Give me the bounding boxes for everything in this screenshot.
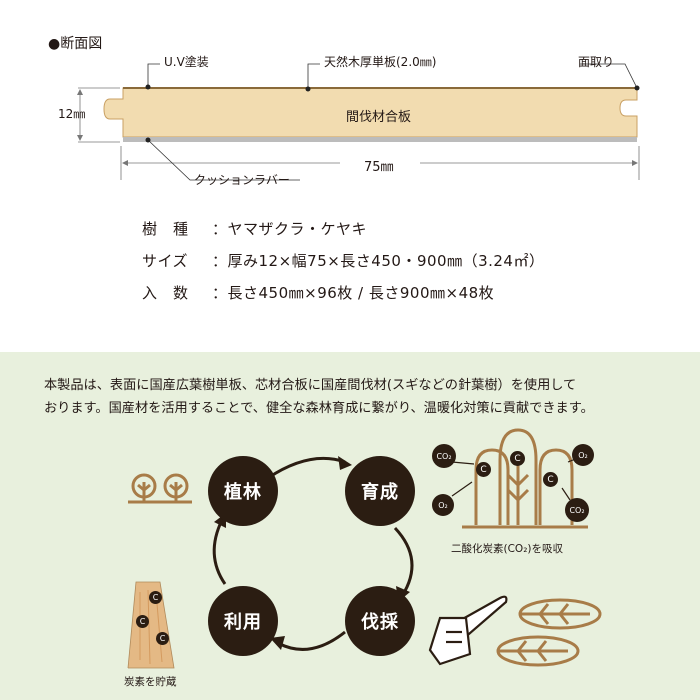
intro-line-2: おります。国産材を活用することで、健全な森林育成に繋がり、温暖化対策に貢献できま… (44, 401, 594, 416)
intro-text: 本製品は、表面に国産広葉樹単板、芯材合板に国産間伐材(スギなどの針葉樹）を使用し… (44, 374, 664, 420)
o2-molecule-icon: O₂ (572, 444, 594, 466)
carbon-icon: C (156, 632, 169, 645)
intro-line-1: 本製品は、表面に国産広葉樹単板、芯材合板に国産間伐材(スギなどの針葉樹）を使用し… (44, 378, 577, 393)
cycle-node-plant: 植林 (208, 456, 278, 526)
carbon-icon: C (476, 462, 491, 477)
spec-row-species: 樹 種：ヤマザクラ・ケヤキ (142, 220, 368, 238)
lumber-icon (127, 581, 175, 669)
spec-row-quantity: 入 数：長さ450㎜×96枚 / 長さ900㎜×48枚 (142, 284, 495, 302)
carbon-icon: C (149, 591, 162, 604)
forest-icon (462, 428, 588, 529)
thickness-label: 12㎜ (58, 107, 86, 121)
cycle-node-cut: 伐採 (345, 586, 415, 656)
chainsaw-icon (428, 595, 508, 666)
carbon-icon: C (136, 615, 149, 628)
cushion-rubber (123, 137, 637, 142)
sapling-icon (128, 473, 192, 504)
spec-row-size: サイズ：厚み12×幅75×長さ450・900㎜（3.24㎡） (142, 252, 545, 270)
cross-section-diagram (77, 63, 640, 181)
co2-molecule-icon: CO₂ (432, 444, 456, 468)
chamfer-label: 面取り (578, 55, 615, 69)
veneer-label: 天然木厚単板(2.0㎜) (324, 55, 437, 69)
o2-molecule-icon: O₂ (432, 494, 454, 516)
cycle-node-use: 利用 (208, 586, 278, 656)
co2-molecule-icon: CO₂ (565, 498, 589, 522)
core-label: 間伐材合板 (346, 110, 412, 125)
cycle-node-grow: 育成 (345, 456, 415, 526)
carbon-icon: C (510, 451, 525, 466)
cross-section-panel (0, 0, 700, 352)
logs-icon (496, 598, 602, 667)
carbon-icon: C (543, 472, 558, 487)
section-title: ●断面図 (48, 36, 103, 52)
carbon-storage-caption: 炭素を貯蔵 (124, 676, 177, 688)
cushion-label: クッションラバー (194, 173, 290, 187)
uv-coating-label: U.V塗装 (164, 55, 209, 69)
co2-absorb-caption: 二酸化炭素(CO₂)を吸収 (451, 543, 563, 555)
width-label: 75㎜ (364, 160, 394, 175)
